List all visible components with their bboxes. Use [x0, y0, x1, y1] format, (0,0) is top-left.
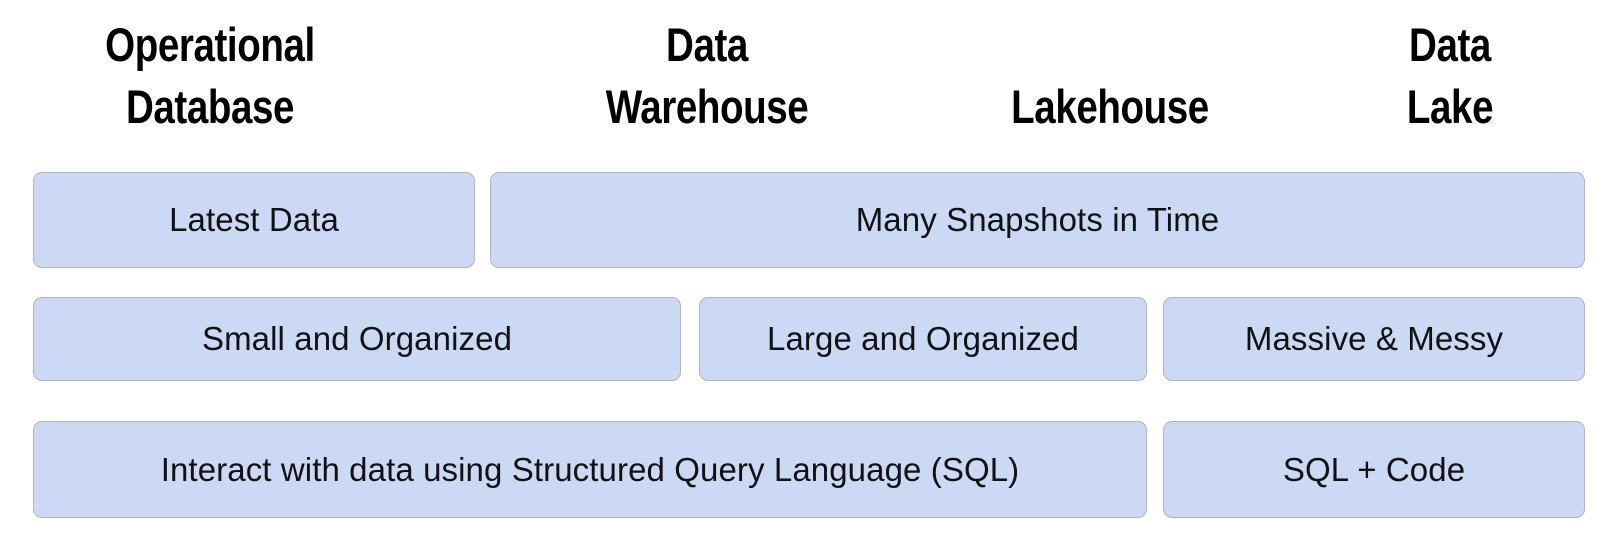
attribute-box-sql-access: Interact with data using Structured Quer… [33, 421, 1147, 518]
attribute-box-sql-plus-code: SQL + Code [1163, 421, 1585, 518]
attribute-box-small-and-organized: Small and Organized [33, 297, 681, 381]
attribute-box-large-and-organized: Large and Organized [699, 297, 1147, 381]
attribute-box-latest-data: Latest Data [33, 172, 475, 268]
attribute-box-massive-and-messy: Massive & Messy [1163, 297, 1585, 381]
column-header-lakehouse: Lakehouse [1011, 80, 1209, 133]
column-header-data-lake: Data Lake [1406, 18, 1494, 134]
column-header-operational-database: Operational Database [105, 18, 315, 134]
attribute-box-many-snapshots-in-time: Many Snapshots in Time [490, 172, 1585, 268]
column-header-data-warehouse: Data Warehouse [605, 18, 809, 134]
